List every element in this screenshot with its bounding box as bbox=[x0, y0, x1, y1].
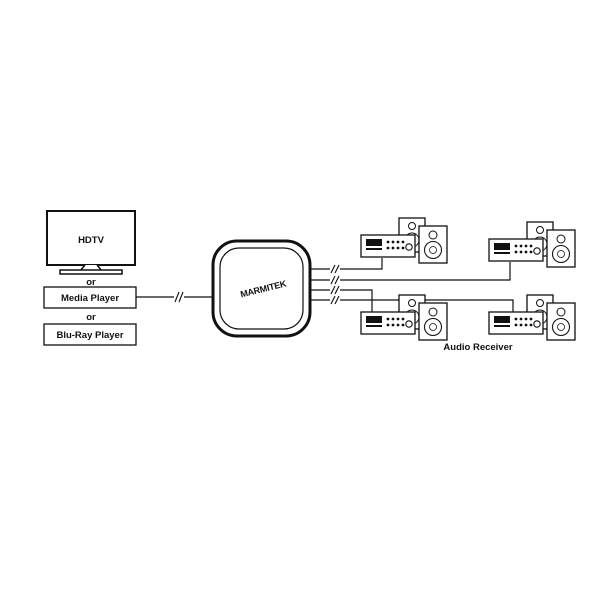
media-player-label: Media Player bbox=[61, 293, 119, 304]
audio-receiver-2 bbox=[488, 221, 576, 268]
marmitek-hub: MARMITEK bbox=[211, 239, 312, 338]
audio-receiver-1 bbox=[360, 217, 448, 264]
audio-receiver-label: Audio Receiver bbox=[443, 342, 512, 353]
or-label-1: or bbox=[86, 277, 96, 288]
hdtv-icon bbox=[46, 210, 136, 275]
audio-receiver-4 bbox=[488, 294, 576, 341]
or-label-2: or bbox=[86, 312, 96, 323]
cable-break-marks bbox=[330, 264, 340, 305]
audio-receiver-3 bbox=[360, 294, 448, 341]
bluray-player-label: Blu-Ray Player bbox=[56, 330, 123, 341]
bluray-player-box bbox=[43, 323, 137, 346]
input-cable bbox=[136, 291, 217, 303]
hdtv-label: HDTV bbox=[78, 235, 105, 246]
